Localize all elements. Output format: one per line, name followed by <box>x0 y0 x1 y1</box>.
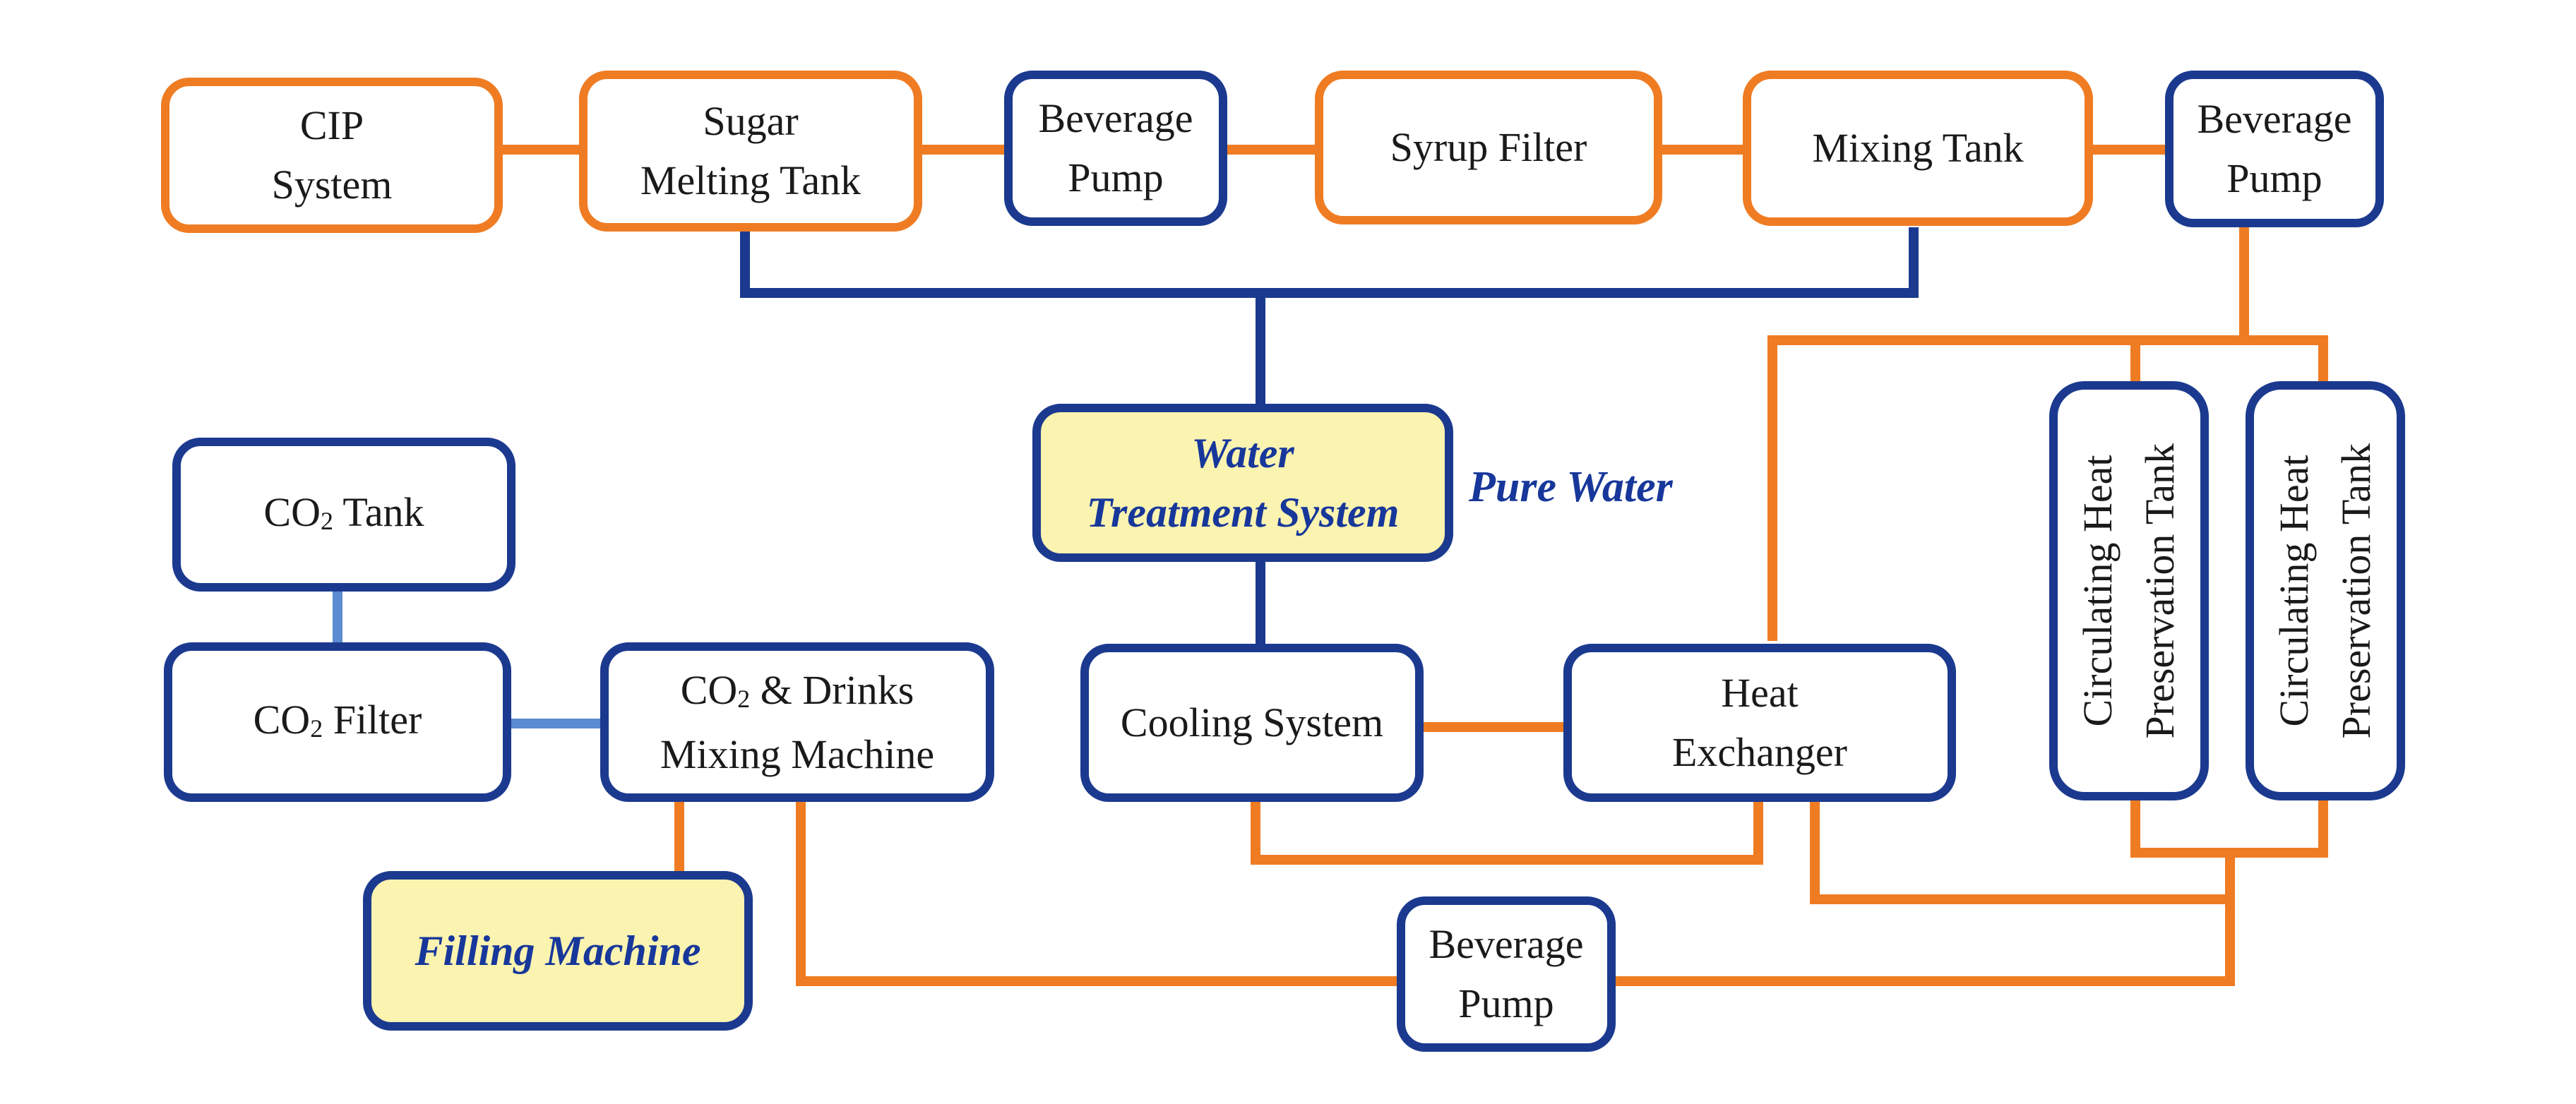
sugar-melting-tank-box: Sugar Melting Tank <box>579 71 922 232</box>
cooling-system-box: Cooling System <box>1080 644 1424 802</box>
syrup-filter-box: Syrup Filter <box>1315 71 1662 224</box>
syrup-filter-label: Syrup Filter <box>1390 124 1587 170</box>
water-treatment-system-label: Water Treatment System <box>1086 430 1400 536</box>
beverage-pump-bottom-label: Beverage Pump <box>1429 921 1584 1026</box>
co2-tank-label: CO2 Tank <box>263 488 424 535</box>
beverage-pump-top-left-box: Beverage Pump <box>1004 71 1227 226</box>
beverage-pump-bottom-box: Beverage Pump <box>1397 896 1616 1052</box>
co2-filter-label: CO2 Filter <box>253 696 422 743</box>
heat-exchanger-box: Heat Exchanger <box>1563 644 1956 802</box>
cip-system-box: CIP System <box>161 78 503 233</box>
beverage-pump-top-right-label: Beverage Pump <box>2197 96 2352 201</box>
circulating-heat-preservation-tank-1-box: Circulating Heat Preservation Tank <box>2049 381 2209 800</box>
circulating-heat-preservation-tank-1-label: Circulating Heat Preservation Tank <box>2075 443 2183 739</box>
line-pump-to-mixer <box>796 798 1402 986</box>
line-tank-bus <box>1767 335 2323 641</box>
filling-machine-label: Filling Machine <box>415 928 701 974</box>
circulating-heat-preservation-tank-2-box: Circulating Heat Preservation Tank <box>2246 381 2405 800</box>
line-cooling-return-loop <box>1251 798 1763 865</box>
co2-tank-box: CO2 Tank <box>172 438 515 592</box>
beverage-pump-top-left-label: Beverage Pump <box>1038 95 1193 200</box>
cip-system-label: CIP System <box>271 102 393 208</box>
mixing-tank-label: Mixing Tank <box>1812 125 2024 171</box>
water-treatment-system-box: Water Treatment System <box>1032 404 1453 562</box>
mixing-tank-box: Mixing Tank <box>1743 71 2093 226</box>
sugar-melting-tank-label: Sugar Melting Tank <box>640 98 861 203</box>
circulating-heat-preservation-tank-2-label: Circulating Heat Preservation Tank <box>2271 443 2379 739</box>
line-sugar-tank-to-water-bus <box>740 227 1919 298</box>
line-tank-outlet-down <box>1611 853 2235 986</box>
line-tank-outlets <box>2130 796 2328 858</box>
pure-water-label: Pure Water <box>1469 463 1673 511</box>
co2-filter-box: CO2 Filter <box>164 642 511 802</box>
beverage-pump-top-right-box: Beverage Pump <box>2165 71 2384 227</box>
filling-machine-box: Filling Machine <box>363 871 753 1031</box>
cooling-system-label: Cooling System <box>1120 700 1384 745</box>
line-heat-exchanger-outlet <box>1810 798 2230 904</box>
heat-exchanger-label: Heat Exchanger <box>1672 670 1847 775</box>
